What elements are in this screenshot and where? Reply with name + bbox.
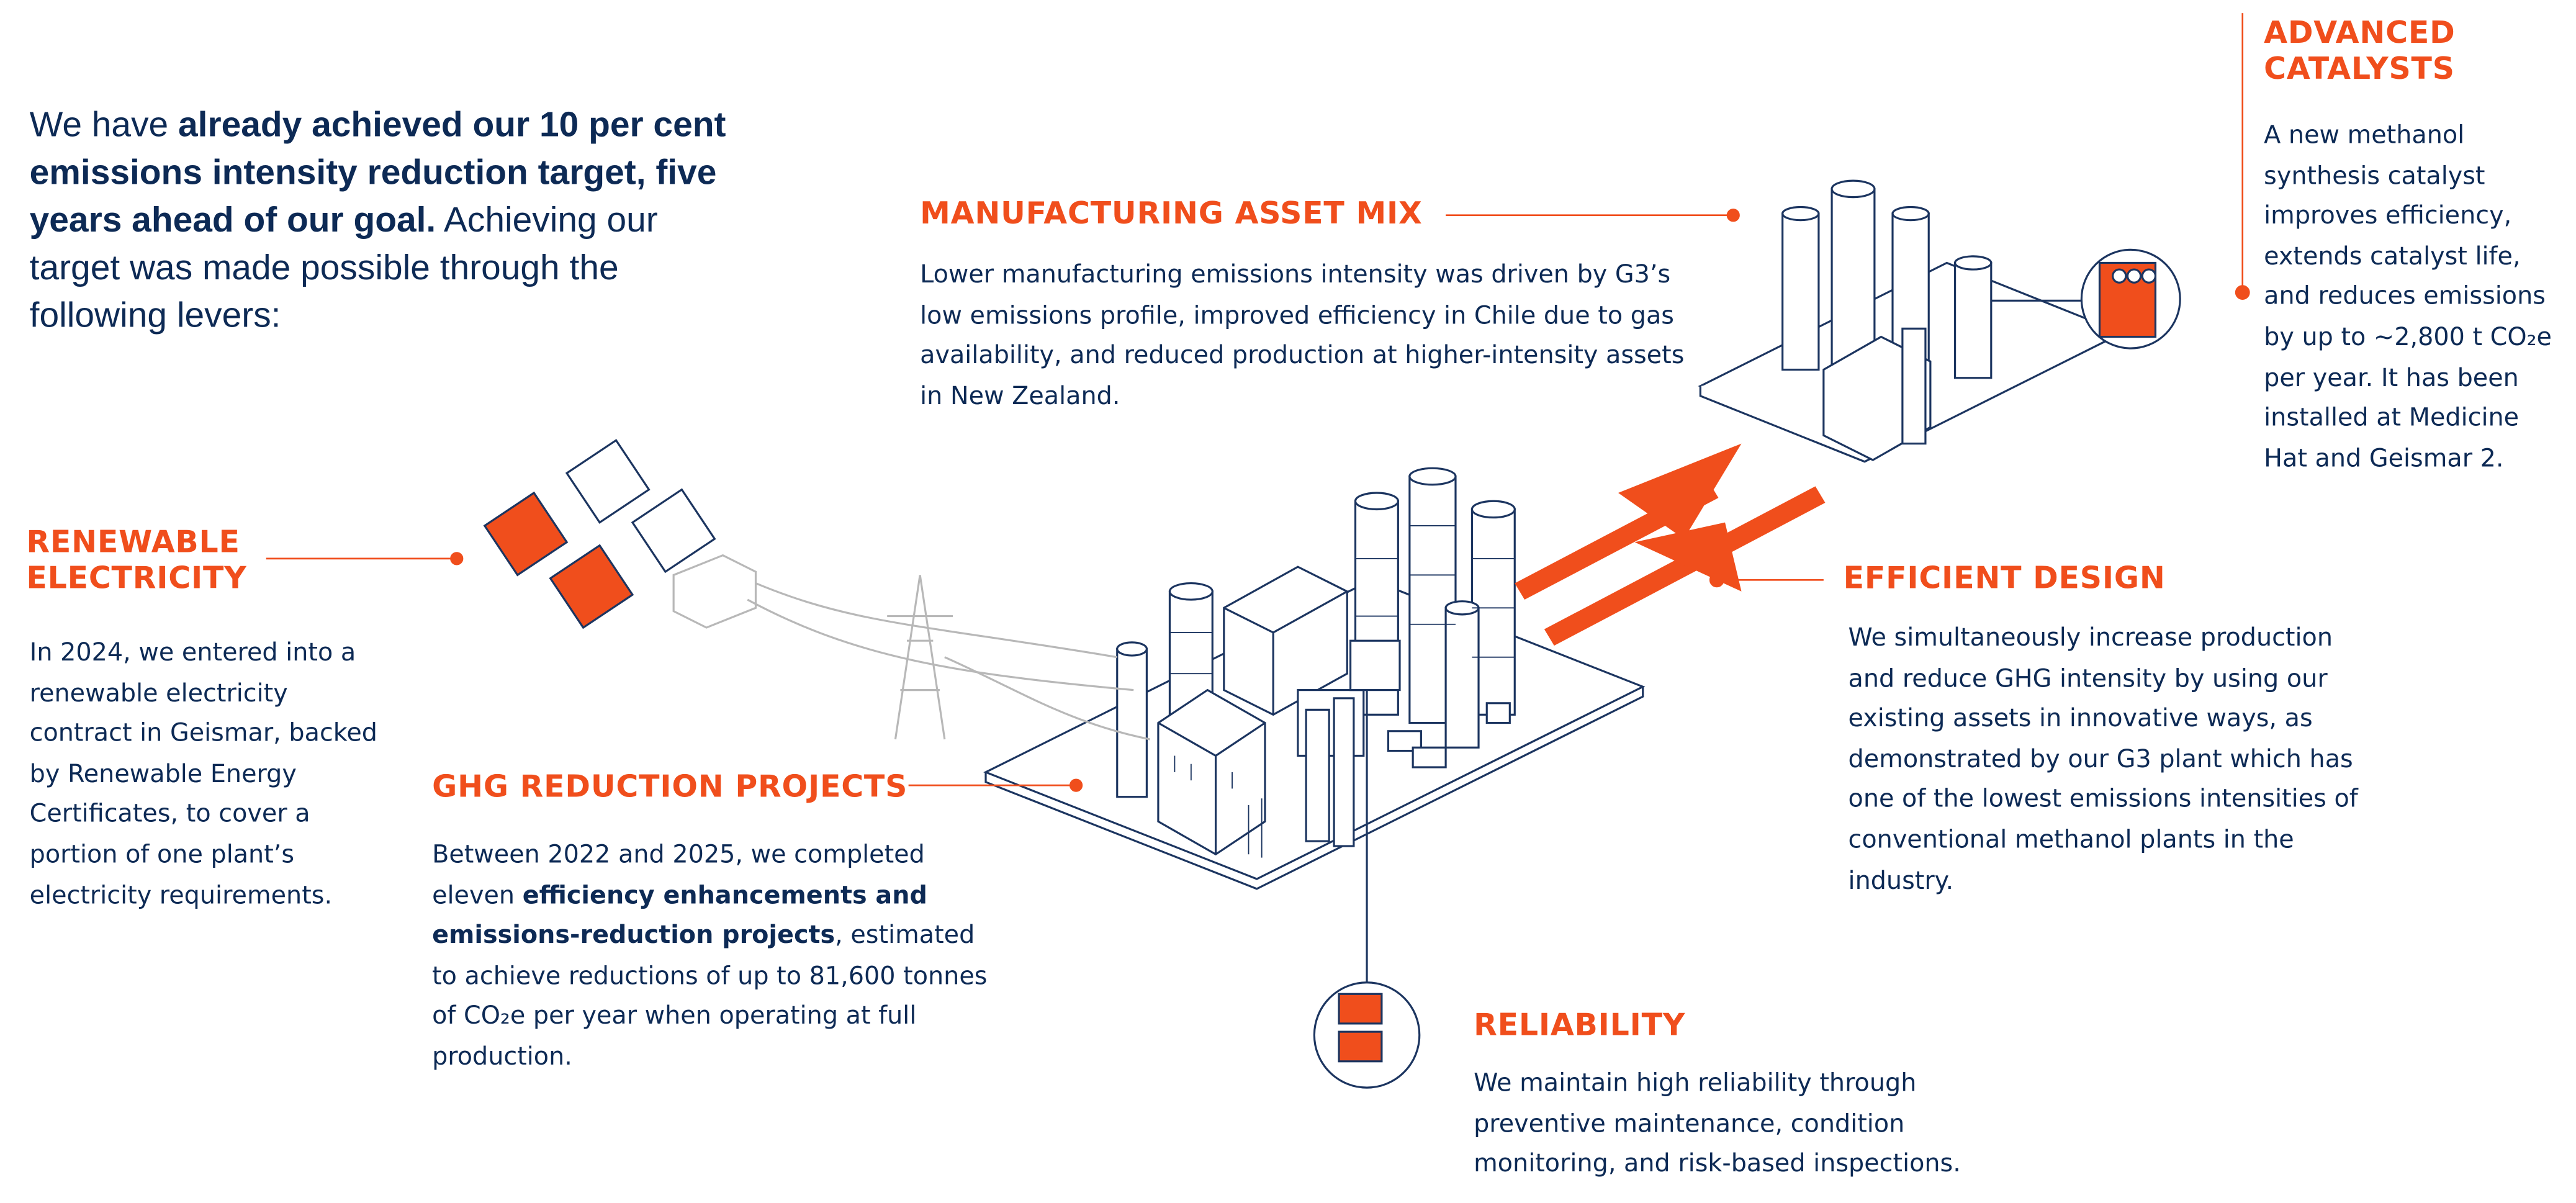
flow-arrows [1515, 443, 1826, 646]
leader-lines [266, 13, 2250, 792]
intro-highlight: already achieved our 10 per cent emissio… [29, 105, 726, 240]
main-plant [983, 467, 1646, 890]
intro-suffix: Achieving our target was made possible t… [29, 200, 658, 335]
ghg-title: GHG REDUCTION PROJECTS [432, 770, 908, 805]
renewable-assets [483, 439, 1151, 741]
ghg-body: Between 2022 and 2025, we completed elev… [432, 835, 991, 1078]
reliability-title: RELIABILITY [1474, 1009, 1686, 1043]
intro-text: We have already achieved our 10 per cent… [30, 102, 736, 340]
ghg-body-highlight: efficiency enhancements and emissions-re… [432, 880, 927, 950]
renewable-title: RENEWABLE ELECTRICITY [26, 525, 247, 597]
monitoring-icon [1313, 981, 1421, 1089]
catalysts-body: A new methanol synthesis catalyst improv… [2264, 120, 2552, 473]
ghg-body-prefix: Between 2022 and 2025, we completed elev… [432, 839, 925, 910]
renewable-body: In 2024, we entered into a renewable ele… [29, 637, 377, 910]
ghg-body-suffix: , estimated to achieve reductions of up … [432, 920, 988, 1071]
manufacturing-body: Lower manufacturing emissions intensity … [920, 259, 1685, 411]
reliability-body: We maintain high reliability through pre… [1474, 1068, 1961, 1179]
efficient-title: EFFICIENT DESIGN [1843, 562, 2166, 597]
catalyst-plant [1698, 179, 2181, 463]
manufacturing-title: MANUFACTURING ASSET MIX [920, 197, 1423, 232]
catalysts-title: ADVANCED CATALYSTS [2264, 16, 2456, 88]
intro-prefix: We have [29, 105, 179, 145]
efficient-body: We simultaneously increase production an… [1848, 623, 2358, 895]
